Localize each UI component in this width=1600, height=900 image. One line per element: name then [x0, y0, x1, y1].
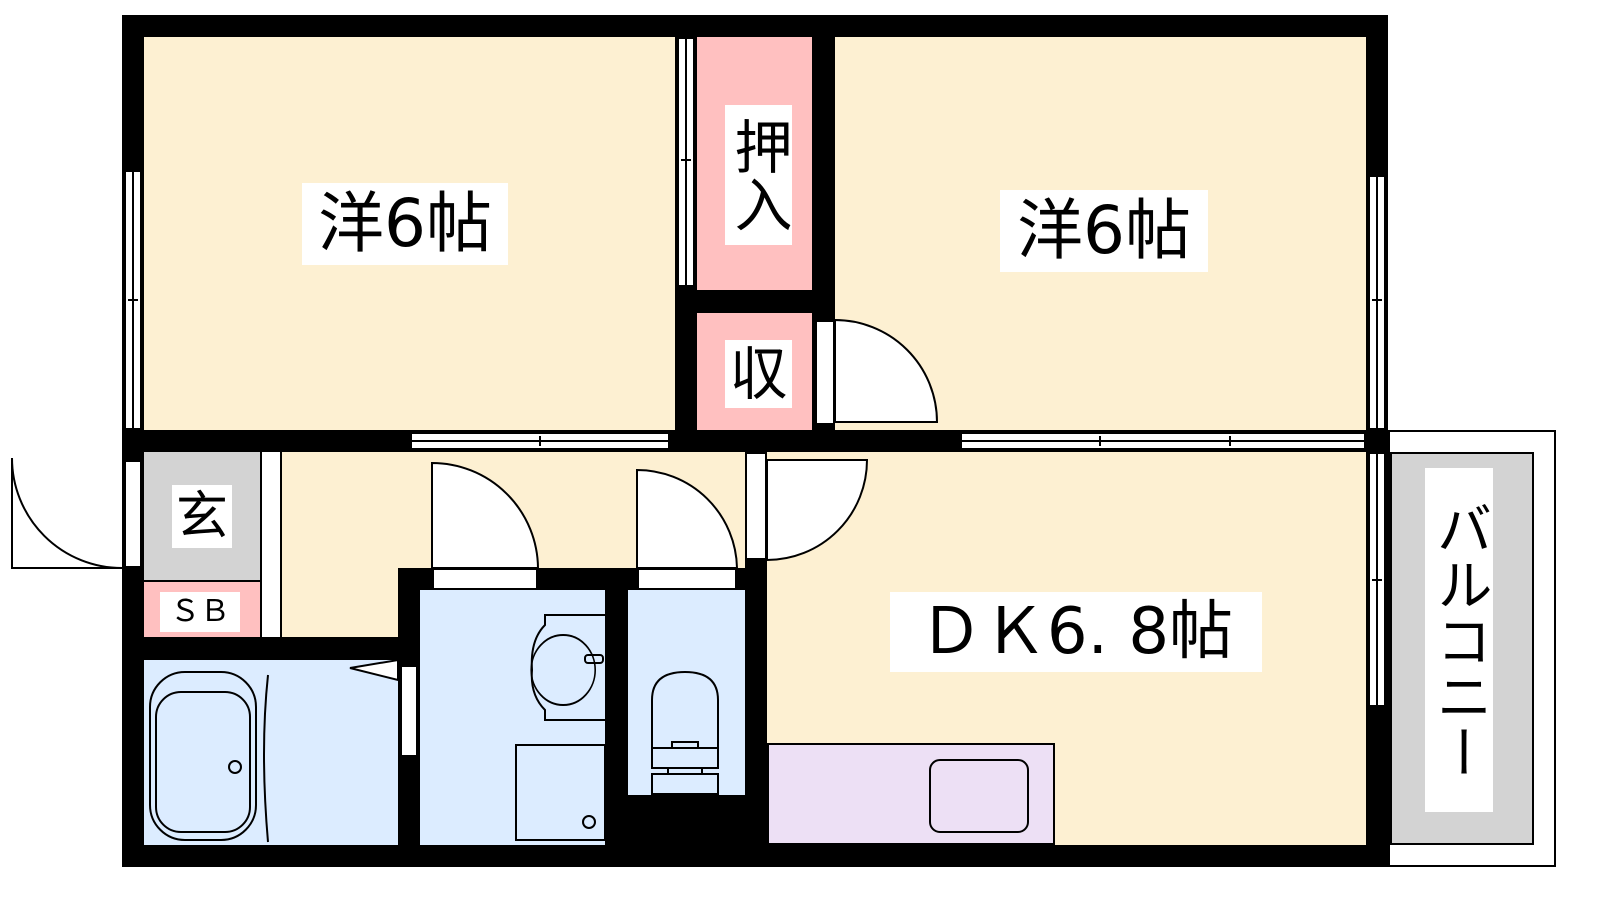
washroom-door-swing [431, 461, 540, 569]
entrance-label: 玄 [172, 485, 232, 548]
storage-door-swing [834, 318, 939, 423]
dk-door-swing [766, 459, 869, 562]
entrance-door-jamb [124, 460, 142, 568]
storage-label: 収 [725, 340, 792, 408]
entrance-step [260, 452, 282, 637]
bathroom [144, 660, 398, 845]
bathtub [149, 671, 257, 841]
balcony-label: バルコニー [1425, 468, 1493, 812]
kitchen-sink [929, 759, 1029, 833]
hallway-lower [282, 568, 398, 637]
toilet-door-swing [636, 468, 739, 569]
closet-label: 押入 [725, 105, 793, 245]
entrance-door-swing [11, 457, 123, 569]
toilet-bowl [651, 670, 719, 749]
washing-machine [515, 744, 606, 841]
bath-door [400, 665, 418, 757]
dining-kitchen-label: ＤＫ6. 8帖 [890, 592, 1262, 672]
washroom [420, 590, 605, 845]
toilet [628, 590, 745, 795]
western-room-right-label: 洋6帖 [1000, 190, 1208, 272]
shoe-box-label: ＳＢ [160, 592, 240, 632]
western-room-left-label: 洋6帖 [302, 183, 508, 265]
